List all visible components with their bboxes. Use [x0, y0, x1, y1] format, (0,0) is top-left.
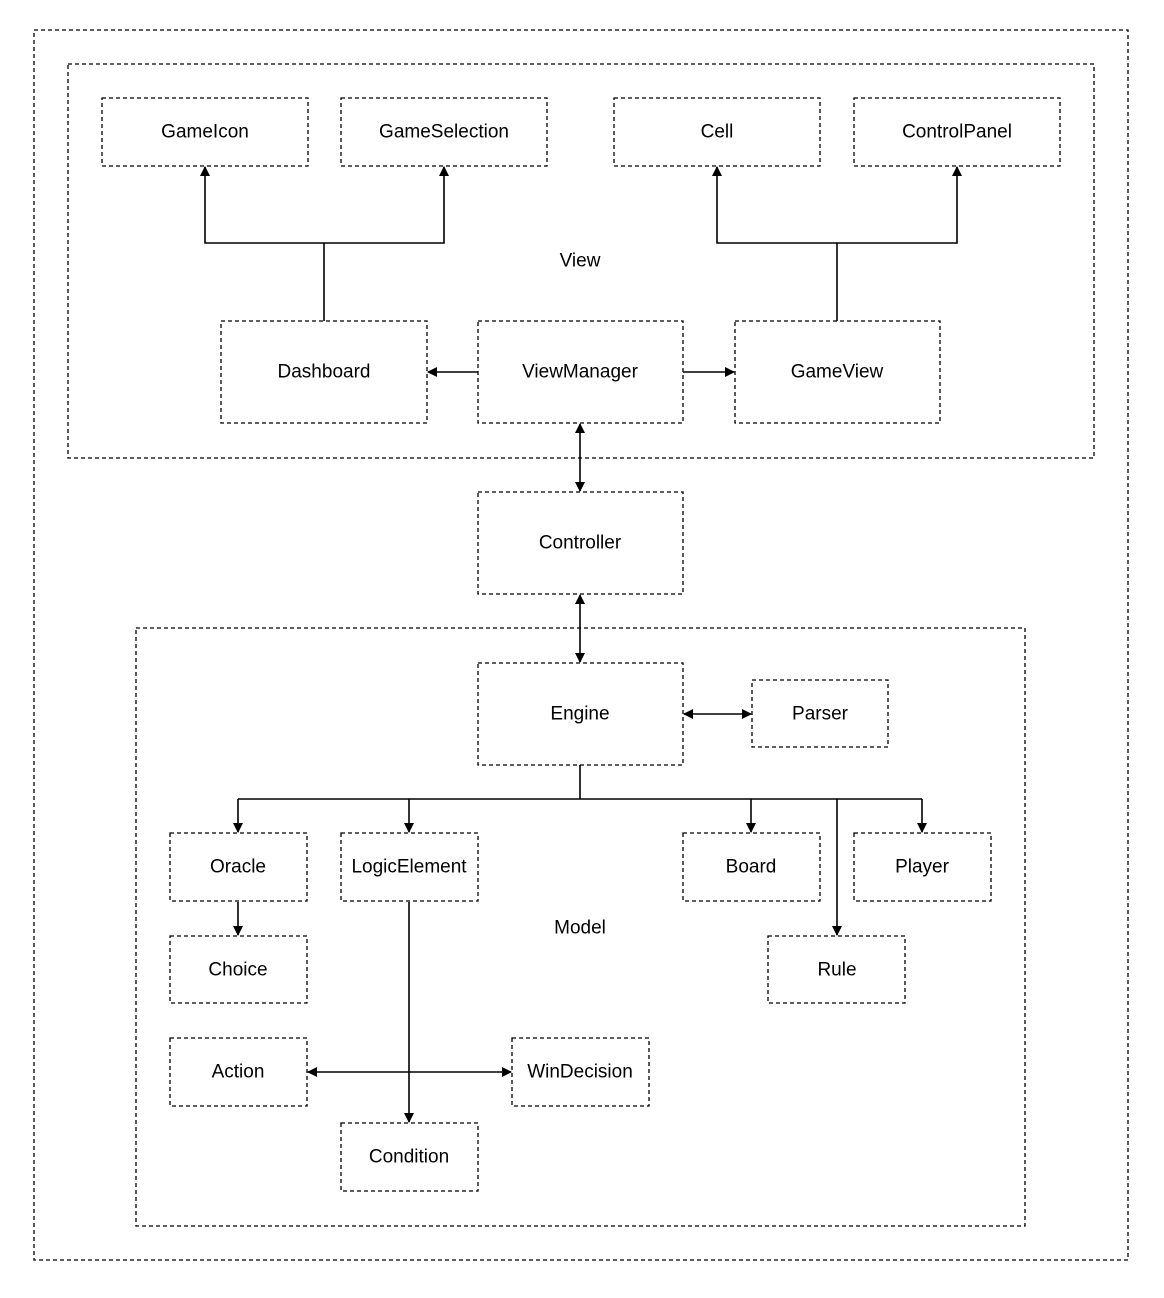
node-controller-label: Controller — [539, 533, 622, 554]
edge-dashboard-gameicon — [200, 166, 324, 244]
edge-dashboard-gameselection — [324, 166, 449, 244]
node-gameicon: GameIcon — [101, 97, 309, 167]
node-cell: Cell — [613, 97, 821, 167]
node-rule: Rule — [767, 935, 906, 1004]
node-controlpanel-label: ControlPanel — [902, 122, 1012, 143]
node-controller: Controller — [477, 491, 684, 595]
node-viewmanager: ViewManager — [477, 320, 684, 424]
node-condition: Condition — [340, 1122, 479, 1192]
node-oracle-label: Oracle — [210, 857, 266, 878]
node-rule-label: Rule — [817, 960, 856, 981]
node-gameselection: GameSelection — [340, 97, 548, 167]
node-condition-label: Condition — [369, 1147, 449, 1168]
node-player-label: Player — [895, 857, 950, 878]
node-player: Player — [853, 832, 992, 902]
node-dashboard-label: Dashboard — [278, 362, 371, 383]
node-gameselection-label: GameSelection — [379, 122, 509, 143]
node-action-label: Action — [212, 1062, 265, 1083]
node-parser: Parser — [751, 679, 889, 748]
model-group-label: Model — [554, 918, 606, 939]
connectors — [200, 166, 962, 1123]
node-gameview: GameView — [734, 320, 941, 424]
node-viewmanager-label: ViewManager — [522, 362, 639, 383]
edge-gameview-controlpanel — [837, 166, 962, 244]
node-engine-label: Engine — [550, 704, 609, 725]
edge-gameview-cell — [712, 166, 837, 244]
node-choice: Choice — [169, 935, 308, 1004]
node-gameicon-label: GameIcon — [161, 122, 249, 143]
outer-container — [33, 29, 1129, 1261]
node-cell-label: Cell — [701, 122, 734, 143]
node-windecision-label: WinDecision — [527, 1062, 633, 1083]
edge-engine-bus — [238, 765, 922, 800]
node-windecision: WinDecision — [511, 1037, 650, 1107]
node-logicelement-label: LogicElement — [351, 857, 467, 878]
node-engine: Engine — [477, 662, 684, 766]
node-dashboard: Dashboard — [220, 320, 428, 424]
view-group-label: View — [560, 251, 601, 272]
node-gameview-label: GameView — [791, 362, 884, 383]
node-parser-label: Parser — [792, 704, 849, 725]
node-logicelement: LogicElement — [340, 832, 479, 902]
node-board: Board — [682, 832, 821, 902]
node-controlpanel: ControlPanel — [853, 97, 1061, 167]
node-board-label: Board — [726, 857, 777, 878]
node-choice-label: Choice — [208, 960, 267, 981]
node-action: Action — [169, 1037, 308, 1107]
node-oracle: Oracle — [169, 832, 308, 902]
